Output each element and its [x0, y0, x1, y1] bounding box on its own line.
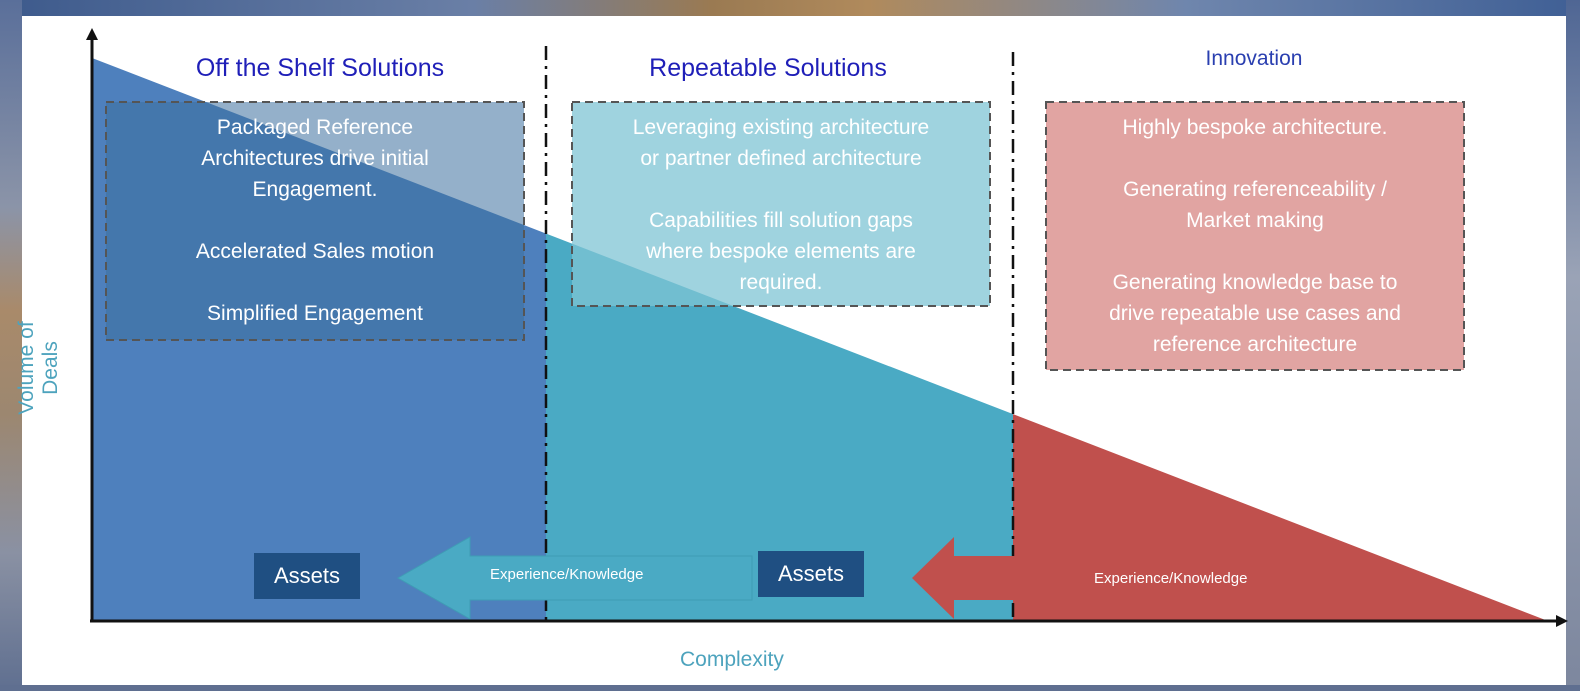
y-axis-arrowhead — [86, 28, 98, 40]
assets-box-2: Assets — [758, 551, 864, 597]
x-axis-label: Complexity — [680, 648, 784, 671]
arrow-label-left: Experience/Knowledge — [490, 566, 644, 583]
text-line: Capabilities fill solution gaps — [649, 209, 913, 232]
box-innovation — [1045, 101, 1465, 371]
text-line: Architectures drive initial — [201, 147, 429, 170]
background-photo-strip-left — [0, 0, 22, 691]
assets-box-1: Assets — [254, 553, 360, 599]
column-title-off-the-shelf: Off the Shelf Solutions — [195, 54, 445, 82]
text-line: Leveraging existing architecture — [632, 116, 930, 139]
box-off-the-shelf — [105, 101, 525, 341]
text-line: Simplified Engagement — [207, 302, 423, 325]
column-title-repeatable: Repeatable Solutions — [649, 54, 887, 82]
text-line: required. — [739, 271, 823, 294]
arrow-experience-right — [912, 537, 1016, 619]
background-photo-strip-top — [0, 0, 1580, 16]
text-line — [106, 267, 524, 298]
box-text-off-the-shelf: Packaged Reference Architectures drive i… — [106, 112, 524, 329]
text-line: Engagement. — [252, 178, 378, 201]
text-line — [106, 205, 524, 236]
x-axis-arrowhead — [1556, 615, 1568, 627]
text-line: Packaged Reference — [216, 116, 414, 139]
text-line: Accelerated Sales motion — [195, 240, 435, 263]
text-line: or partner defined architecture — [640, 147, 922, 170]
box-repeatable — [571, 101, 991, 307]
text-line: Generating referenceability / — [1123, 178, 1387, 201]
text-line: Market making — [1186, 209, 1324, 232]
background-photo-strip-bottom — [0, 685, 1580, 691]
text-line: Generating knowledge base to — [1112, 271, 1398, 294]
text-line: where bespoke elements are — [646, 240, 916, 263]
text-line: reference architecture — [1152, 333, 1358, 356]
text-line — [1046, 143, 1464, 174]
y-axis-label: Volume of Deals — [15, 321, 62, 415]
text-line: Highly bespoke architecture. — [1122, 116, 1388, 139]
background-photo-strip-right — [1566, 0, 1580, 691]
column-title-innovation: Innovation — [1205, 47, 1303, 70]
box-text-innovation: Highly bespoke architecture. Generating … — [1046, 112, 1464, 360]
box-text-repeatable: Leveraging existing architecture or part… — [572, 112, 990, 298]
arrow-experience-left — [396, 536, 753, 620]
text-line — [572, 174, 990, 205]
text-line — [1046, 236, 1464, 267]
text-line: drive repeatable use cases and — [1109, 302, 1401, 325]
arrow-label-right: Experience/Knowledge — [1094, 570, 1248, 587]
